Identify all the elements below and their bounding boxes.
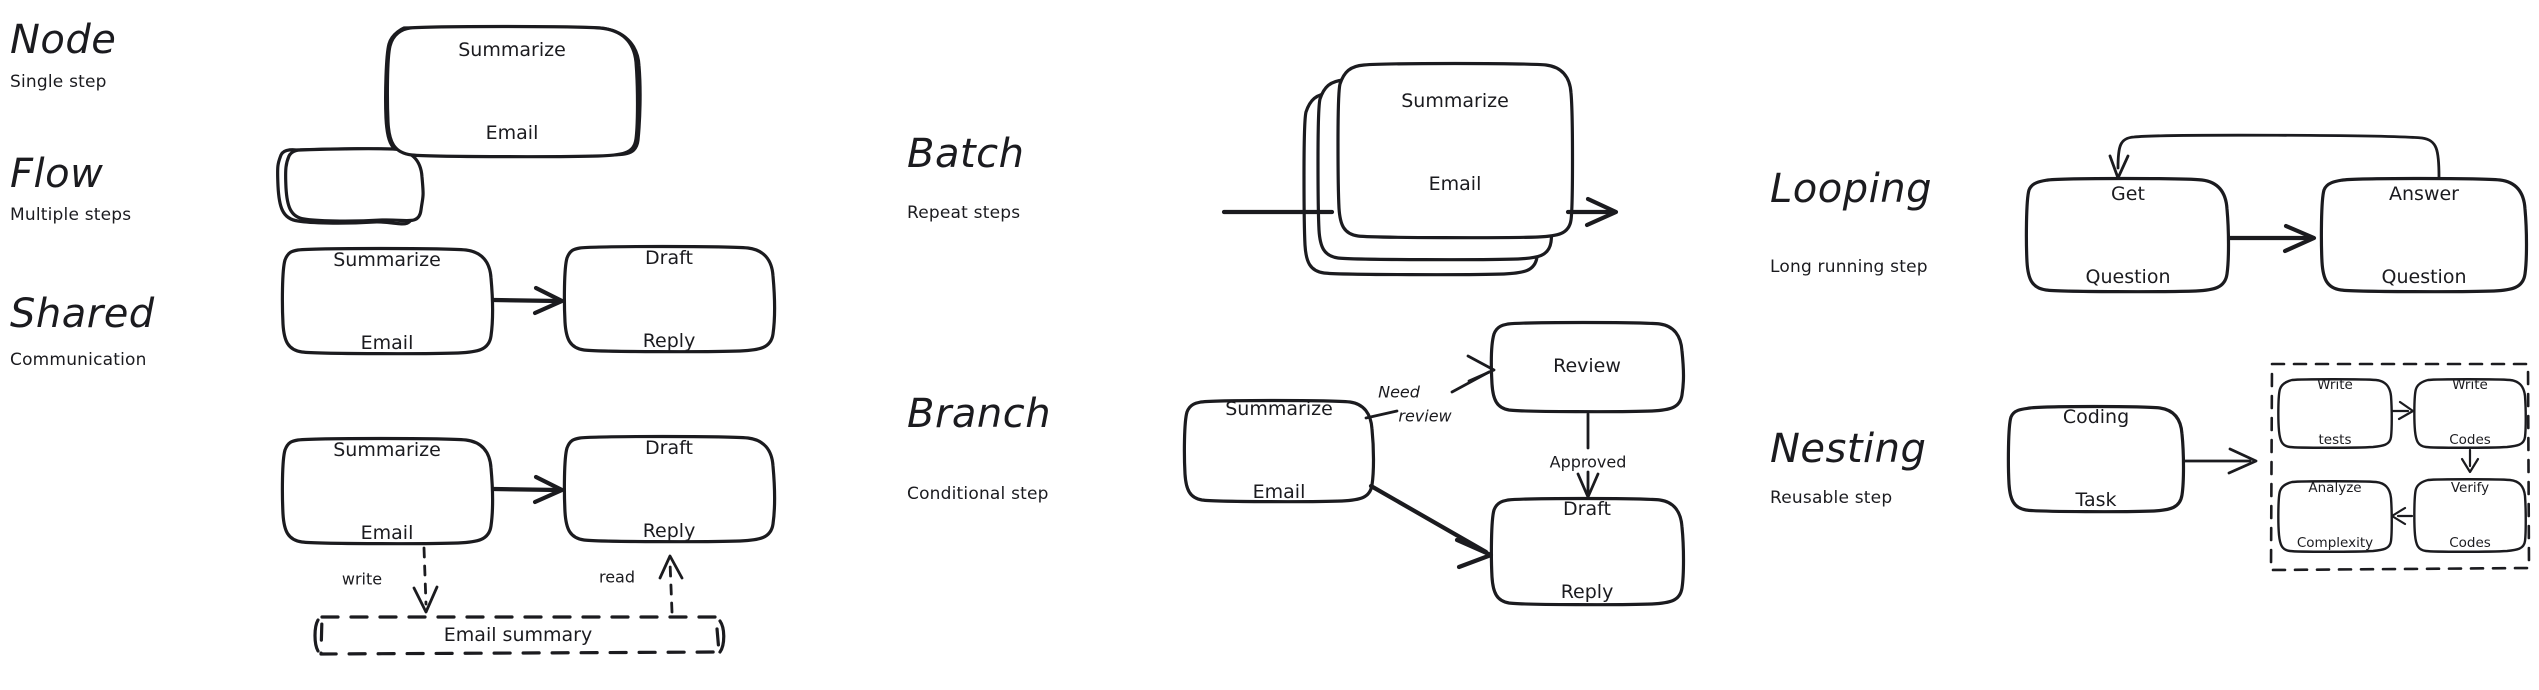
node-label-summarize-email: Summarize Email — [458, 0, 566, 202]
section-heading-nesting: Nesting — [1770, 426, 1927, 472]
nest-label2-line1: Write — [2317, 377, 2353, 394]
section-heading-shared: Shared — [10, 291, 155, 337]
section-subtitle-node: Single step — [10, 72, 107, 92]
nest-label-verify-codes: Verify Codes — [2449, 443, 2491, 589]
branch-approved-arrow — [1576, 412, 1600, 499]
flow-draft-box[interactable] — [562, 244, 777, 354]
nest-edge-tests-to-codes — [2391, 400, 2415, 421]
shared-write-arrow — [412, 546, 439, 614]
batch-label-line2: Email — [1428, 172, 1482, 195]
loop-forward-arrow — [2227, 223, 2317, 254]
flow-label-summarize-email: Summarize Email — [333, 192, 441, 412]
nest-write-codes-box[interactable] — [2413, 378, 2527, 449]
batch-label-line1: Summarize — [1401, 89, 1509, 112]
loop-label2-line2: Question — [2381, 265, 2467, 288]
shared-label-summarize-email: Summarize Email — [333, 382, 441, 602]
section-subtitle-branch: Conditional step — [907, 484, 1049, 504]
nest-in-arrow — [2182, 447, 2258, 475]
node-label-line2: Email — [485, 121, 539, 144]
nest-label4-line2: Codes — [2449, 535, 2491, 552]
section-subtitle-looping: Long running step — [1770, 257, 1928, 277]
loop-back-arrow — [2108, 133, 2441, 180]
loop-label2-line1: Answer — [2389, 182, 2459, 205]
shared-label-draft-reply: Draft Reply — [643, 380, 696, 600]
loop-label1-line1: Get — [2111, 182, 2145, 205]
shared-edge-label-write: write — [341, 569, 383, 589]
nest-label5-line1: Analyze — [2308, 480, 2362, 497]
branch-label-summarize-email: Summarize Email — [1225, 341, 1333, 561]
nest-label2-line2: tests — [2318, 432, 2352, 449]
section-subtitle-nesting: Reusable step — [1770, 488, 1893, 508]
loop-label1-line2: Question — [2085, 265, 2171, 288]
branch-label3-line2: Reply — [1560, 580, 1614, 603]
section-subtitle-batch: Repeat steps — [907, 203, 1021, 223]
nest-edge-verify-to-analyze — [2390, 506, 2414, 526]
shared-label1-line2: Email — [360, 521, 414, 544]
shared-summarize-box[interactable] — [280, 436, 495, 546]
nest-label5-line2: Complexity — [2296, 535, 2374, 552]
branch-edge-label-review: review — [1398, 406, 1452, 426]
shared-label2-line1: Draft — [645, 436, 693, 459]
branch-label1-line1: Summarize — [1225, 397, 1333, 420]
flow-label2-line1: Draft — [645, 246, 693, 269]
flow-label-line1: Summarize — [333, 248, 441, 271]
section-heading-batch: Batch — [907, 131, 1025, 177]
nest-label3-line1: Write — [2452, 377, 2488, 394]
shared-store-box[interactable] — [313, 615, 726, 656]
section-heading-node: Node — [10, 17, 117, 63]
shared-draft-box[interactable] — [562, 434, 777, 544]
nest-analyze-box[interactable] — [2277, 480, 2393, 553]
section-heading-branch: Branch — [907, 391, 1052, 437]
branch-label-draft-reply: Draft Reply — [1561, 441, 1614, 661]
branch-draft-box[interactable] — [1489, 496, 1686, 607]
flow-label-draft-reply: Draft Reply — [643, 190, 696, 410]
shared-main-arrow — [491, 474, 565, 505]
nest-label1-line2: Task — [2075, 488, 2117, 511]
flow-arrow — [491, 285, 565, 316]
section-heading-flow: Flow — [10, 151, 104, 197]
nest-label-write-tests: Write tests — [2317, 340, 2353, 486]
nest-write-tests-box[interactable] — [2277, 378, 2393, 449]
batch-output-arrow — [1565, 196, 1619, 228]
loop-label-answer-question: Answer Question — [2382, 126, 2467, 346]
nest-label4-line1: Verify — [2450, 480, 2490, 497]
nest-label1-line1: Coding — [2062, 405, 2130, 428]
section-heading-looping: Looping — [1770, 166, 1932, 212]
branch-summarize-box[interactable] — [1182, 398, 1376, 504]
branch-label1-line2: Email — [1252, 480, 1306, 503]
loop-get-box[interactable] — [2024, 176, 2231, 294]
branch-label3-line1: Draft — [1563, 497, 1611, 520]
section-subtitle-flow: Multiple steps — [10, 205, 132, 225]
branch-edge-label-approved: Approved — [1549, 452, 1627, 472]
nest-edge-codes-to-verify — [2460, 448, 2480, 474]
shared-edge-label-read: read — [598, 567, 636, 587]
node-box[interactable] — [385, 24, 640, 159]
shared-label1-line1: Summarize — [333, 438, 441, 461]
nest-label-write-codes: Write Codes — [2449, 340, 2491, 486]
branch-label-review: Review — [1553, 355, 1621, 378]
batch-label-summarize-email: Summarize Email — [1401, 33, 1509, 253]
branch-need-review-arrow — [1364, 354, 1496, 420]
nest-label3-line2: Codes — [2449, 432, 2491, 449]
flow-label-line2: Email — [360, 331, 414, 354]
branch-direct-arrow — [1368, 483, 1494, 570]
loop-answer-box[interactable] — [2319, 176, 2529, 294]
shared-label-email-summary: Email summary — [443, 624, 593, 647]
shared-read-arrow — [658, 554, 684, 614]
loop-label-get-question: Get Question — [2086, 126, 2171, 346]
flow-summarize-box[interactable] — [280, 246, 495, 356]
section-subtitle-shared: Communication — [10, 350, 147, 370]
nest-label-coding-task: Coding Task — [2063, 349, 2129, 569]
flow-label2-line2: Reply — [642, 329, 696, 352]
node-label-line1: Summarize — [458, 38, 566, 61]
nest-coding-box[interactable] — [2006, 404, 2186, 514]
nest-verify-codes-box[interactable] — [2413, 478, 2527, 553]
branch-edge-label-need: Need — [1378, 382, 1420, 402]
branch-review-box[interactable] — [1489, 320, 1686, 414]
shared-label2-line2: Reply — [642, 519, 696, 542]
batch-front-box[interactable] — [1336, 61, 1575, 240]
nest-label-analyze-complexity: Analyze Complexity — [2297, 443, 2373, 589]
